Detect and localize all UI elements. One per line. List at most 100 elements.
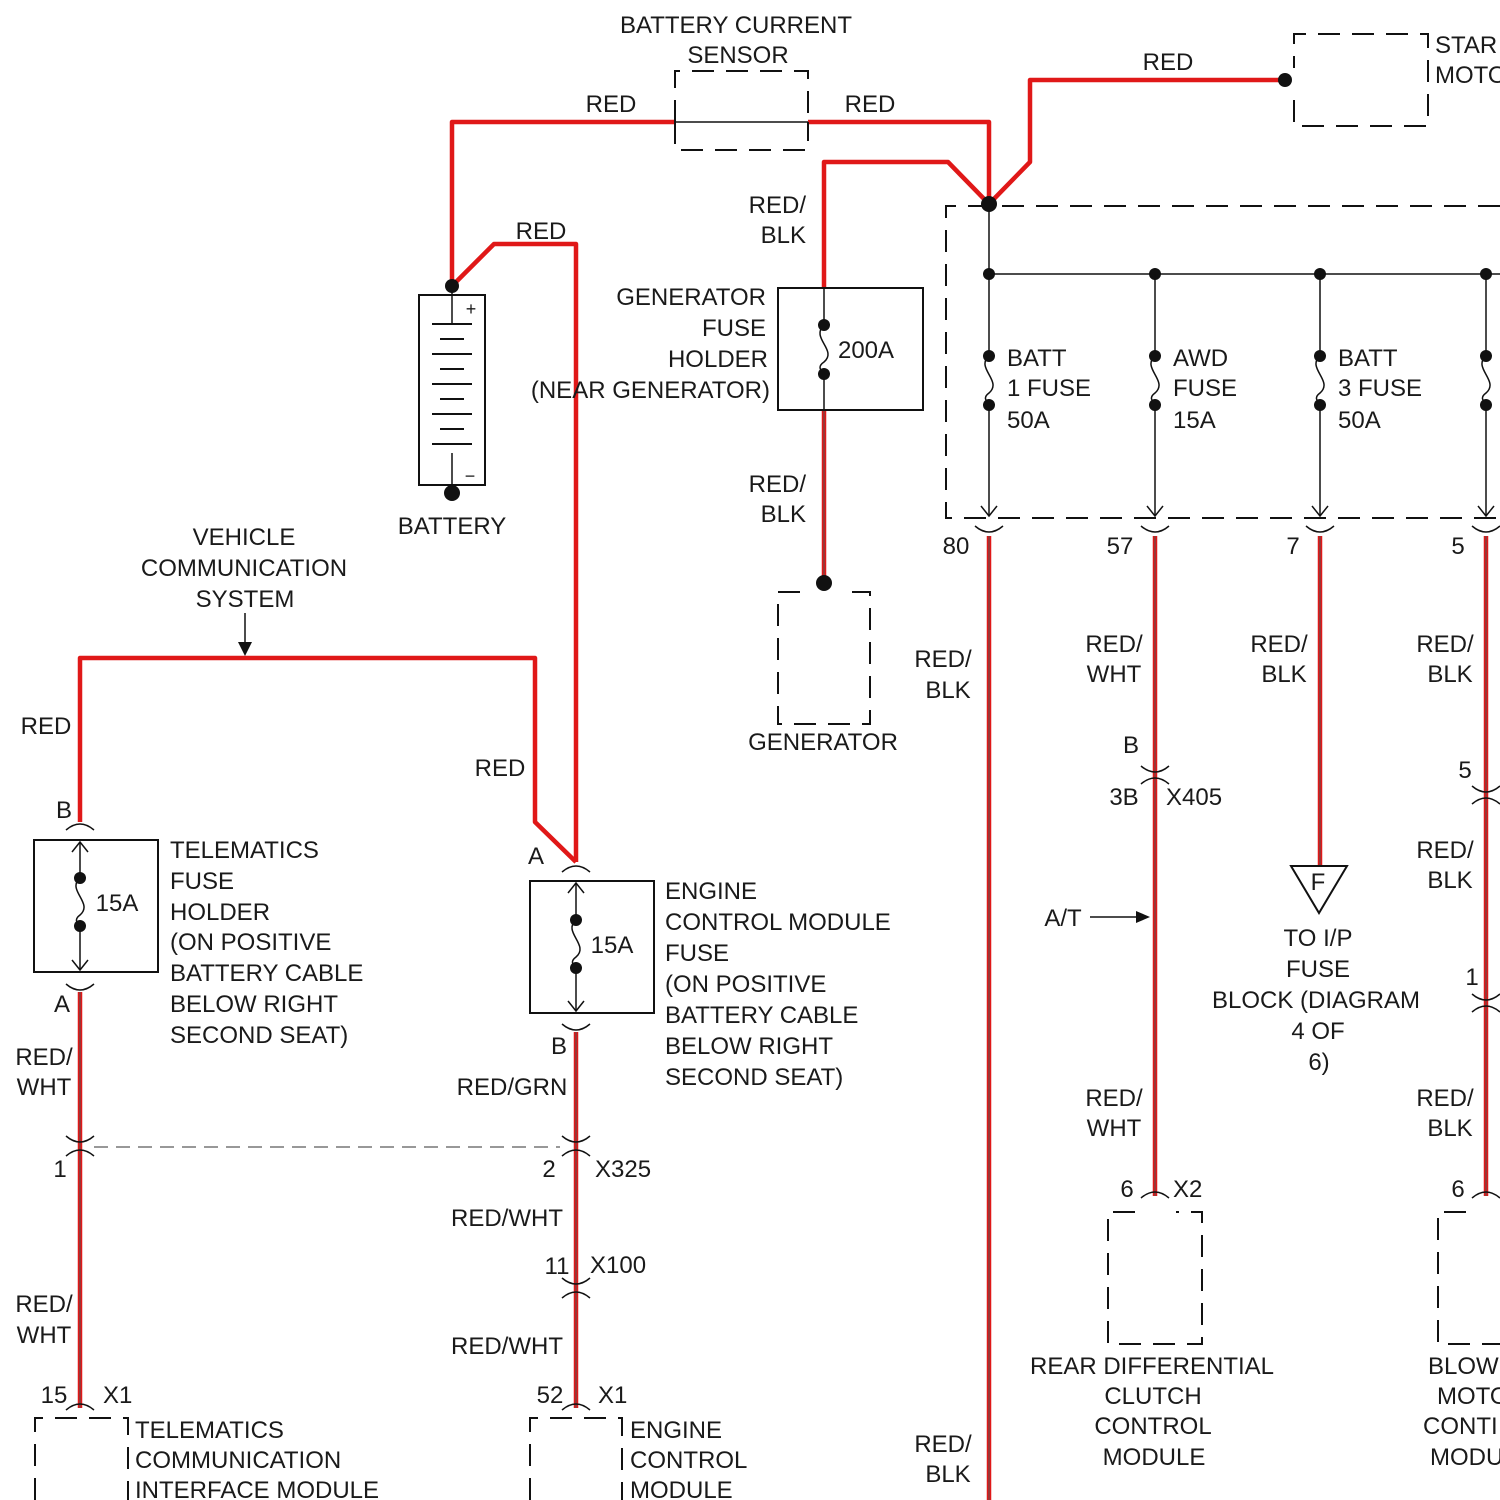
telematics-module-label-2: COMMUNICATION xyxy=(135,1447,341,1474)
wire-label: RED/ xyxy=(914,646,972,673)
vcs-label-1: VEHICLE xyxy=(193,524,296,551)
wire-label: RED/ xyxy=(1416,837,1474,864)
pin-label: 5 xyxy=(1451,533,1464,560)
wire-label: RED/ xyxy=(1085,1085,1143,1112)
generator-fuse-holder: 200A GENERATOR FUSE HOLDER (NEAR GENERAT… xyxy=(531,284,923,410)
wire-label: BLK xyxy=(925,677,970,704)
blower-label-4: MODU xyxy=(1430,1444,1500,1471)
connector-icon xyxy=(1306,526,1334,532)
telematics-fuse-label-6: BELOW RIGHT xyxy=(170,991,338,1018)
pin-label: A xyxy=(54,991,70,1018)
gen-fuse-label-2: FUSE xyxy=(702,315,766,342)
fuse-label: FUSE xyxy=(1173,375,1237,402)
rear-diff-label-3: CONTROL xyxy=(1094,1413,1211,1440)
telematics-fuse-label-4: (ON POSITIVE xyxy=(170,929,331,956)
wire-label: RED/ xyxy=(1250,631,1308,658)
wire-label: BLK xyxy=(1427,1115,1472,1142)
wire-label: RED/WHT xyxy=(451,1333,563,1360)
battery-label: BATTERY xyxy=(398,513,506,540)
telematics-fuse-label-2: FUSE xyxy=(170,868,234,895)
wire-label: RED/ xyxy=(1416,631,1474,658)
generator: GENERATOR xyxy=(748,575,898,756)
fuse-rating: 50A xyxy=(1007,407,1050,434)
starter-label-line1: STAR xyxy=(1435,32,1497,59)
arrow-right-icon xyxy=(1136,911,1150,923)
telematics-fuse-holder: B 15A A TELEMATICS FUSE HOLDER (ON POSIT… xyxy=(34,797,363,1049)
vcs-label-2: COMMUNICATION xyxy=(141,555,347,582)
arrow-down-icon xyxy=(238,642,252,656)
pin-label: 15 xyxy=(41,1382,68,1409)
connector-icon xyxy=(66,824,94,830)
module-telematics: 15 X1 TELEMATICS COMMUNICATION INTERFACE… xyxy=(35,1382,379,1500)
ecm-fuse-label-2: CONTROL MODULE xyxy=(665,909,891,936)
ecm-fuse-label-4: (ON POSITIVE xyxy=(665,971,826,998)
connector-label: X1 xyxy=(598,1382,627,1409)
wire-label: RED/GRN xyxy=(457,1074,568,1101)
at-indicator: A/T xyxy=(1044,905,1150,932)
ecm-fuse-label-1: ENGINE xyxy=(665,878,757,905)
pin-label: B xyxy=(551,1033,567,1060)
ecm-fuse-rating: 15A xyxy=(591,932,634,959)
rear-diff-label-2: CLUTCH xyxy=(1104,1383,1201,1410)
telematics-fuse-rating: 15A xyxy=(96,890,139,917)
pin-label: 6 xyxy=(1451,1176,1464,1203)
wire-label: RED xyxy=(516,218,567,245)
red-wires xyxy=(80,80,1486,1500)
wire-label: RED/ xyxy=(749,471,807,498)
pin-label: 1 xyxy=(53,1156,66,1183)
wire-junction-to-starter xyxy=(989,80,1285,204)
connector-label: X100 xyxy=(590,1252,646,1279)
connector-label: X325 xyxy=(595,1156,651,1183)
generator-label: GENERATOR xyxy=(748,729,898,756)
ip-fuse-label-4: 4 OF xyxy=(1291,1018,1344,1045)
telematics-fuse-label-7: SECOND SEAT) xyxy=(170,1022,348,1049)
connector-label: X2 xyxy=(1173,1176,1202,1203)
wire-label: RED/ xyxy=(914,1431,972,1458)
at-label: A/T xyxy=(1044,905,1082,932)
sensor-label-line1: BATTERY CURRENT xyxy=(620,12,852,39)
fuse-icon xyxy=(1482,356,1490,405)
pin-label: 6 xyxy=(1120,1176,1133,1203)
wire-genfuse-to-junction xyxy=(824,162,989,288)
telematics-fuse-label-1: TELEMATICS xyxy=(170,837,319,864)
gen-fuse-label-3: HOLDER xyxy=(668,346,768,373)
fuse-label: BATT xyxy=(1007,345,1067,372)
module-rear-differential: 6 X2 REAR DIFFERENTIAL CLUTCH CONTROL MO… xyxy=(1030,1176,1274,1471)
rear-diff-label-1: REAR DIFFERENTIAL xyxy=(1030,1353,1274,1380)
pin-label: 80 xyxy=(943,533,970,560)
wire-label: RED xyxy=(1143,49,1194,76)
connector-icon xyxy=(975,526,1003,532)
fuse-label: 1 FUSE xyxy=(1007,375,1091,402)
ip-fuse-label-5: 6) xyxy=(1308,1049,1329,1076)
ecm-module-label-1: ENGINE xyxy=(630,1417,722,1444)
vehicle-communication-system: VEHICLE COMMUNICATION SYSTEM xyxy=(141,524,347,656)
pin-label: B xyxy=(1123,732,1139,759)
starter-motor: STAR MOTO xyxy=(1278,32,1500,126)
wire-label: RED/ xyxy=(15,1044,73,1071)
telematics-fuse-label-5: BATTERY CABLE xyxy=(170,960,363,987)
connector-x100: 11 X100 xyxy=(545,1252,647,1298)
wire-label: BLK xyxy=(1427,661,1472,688)
battery: + − BATTERY xyxy=(398,279,506,540)
telematics-module-label-3: INTERFACE MODULE xyxy=(135,1477,379,1500)
module-ecm: 52 X1 ENGINE CONTROL MODULE xyxy=(530,1382,747,1500)
wire-label: BLK xyxy=(925,1461,970,1488)
wire-label: BLK xyxy=(1427,867,1472,894)
wire-label: RED xyxy=(845,91,896,118)
telematics-fuse-label-3: HOLDER xyxy=(170,899,270,926)
battery-current-sensor: BATTERY CURRENT SENSOR xyxy=(620,12,852,150)
sensor-label-line2: SENSOR xyxy=(687,42,788,69)
fuse-icon xyxy=(985,356,993,405)
wire-battery-to-sensor xyxy=(452,122,675,286)
blower-label-3: CONTI xyxy=(1423,1413,1498,1440)
gen-fuse-label-1: GENERATOR xyxy=(616,284,766,311)
fuse-icon xyxy=(1316,356,1324,405)
wire-label: RED/ xyxy=(749,192,807,219)
wire-label: RED/ xyxy=(15,1291,73,1318)
pin-label: A xyxy=(528,843,544,870)
blower-label-1: BLOW xyxy=(1428,1353,1499,1380)
ecm-fuse-holder: A 15A B ENGINE CONTROL MODULE FUSE (ON P… xyxy=(528,843,891,1091)
pin-label: 11 xyxy=(545,1253,570,1280)
rear-diff-label-4: MODULE xyxy=(1103,1444,1206,1471)
